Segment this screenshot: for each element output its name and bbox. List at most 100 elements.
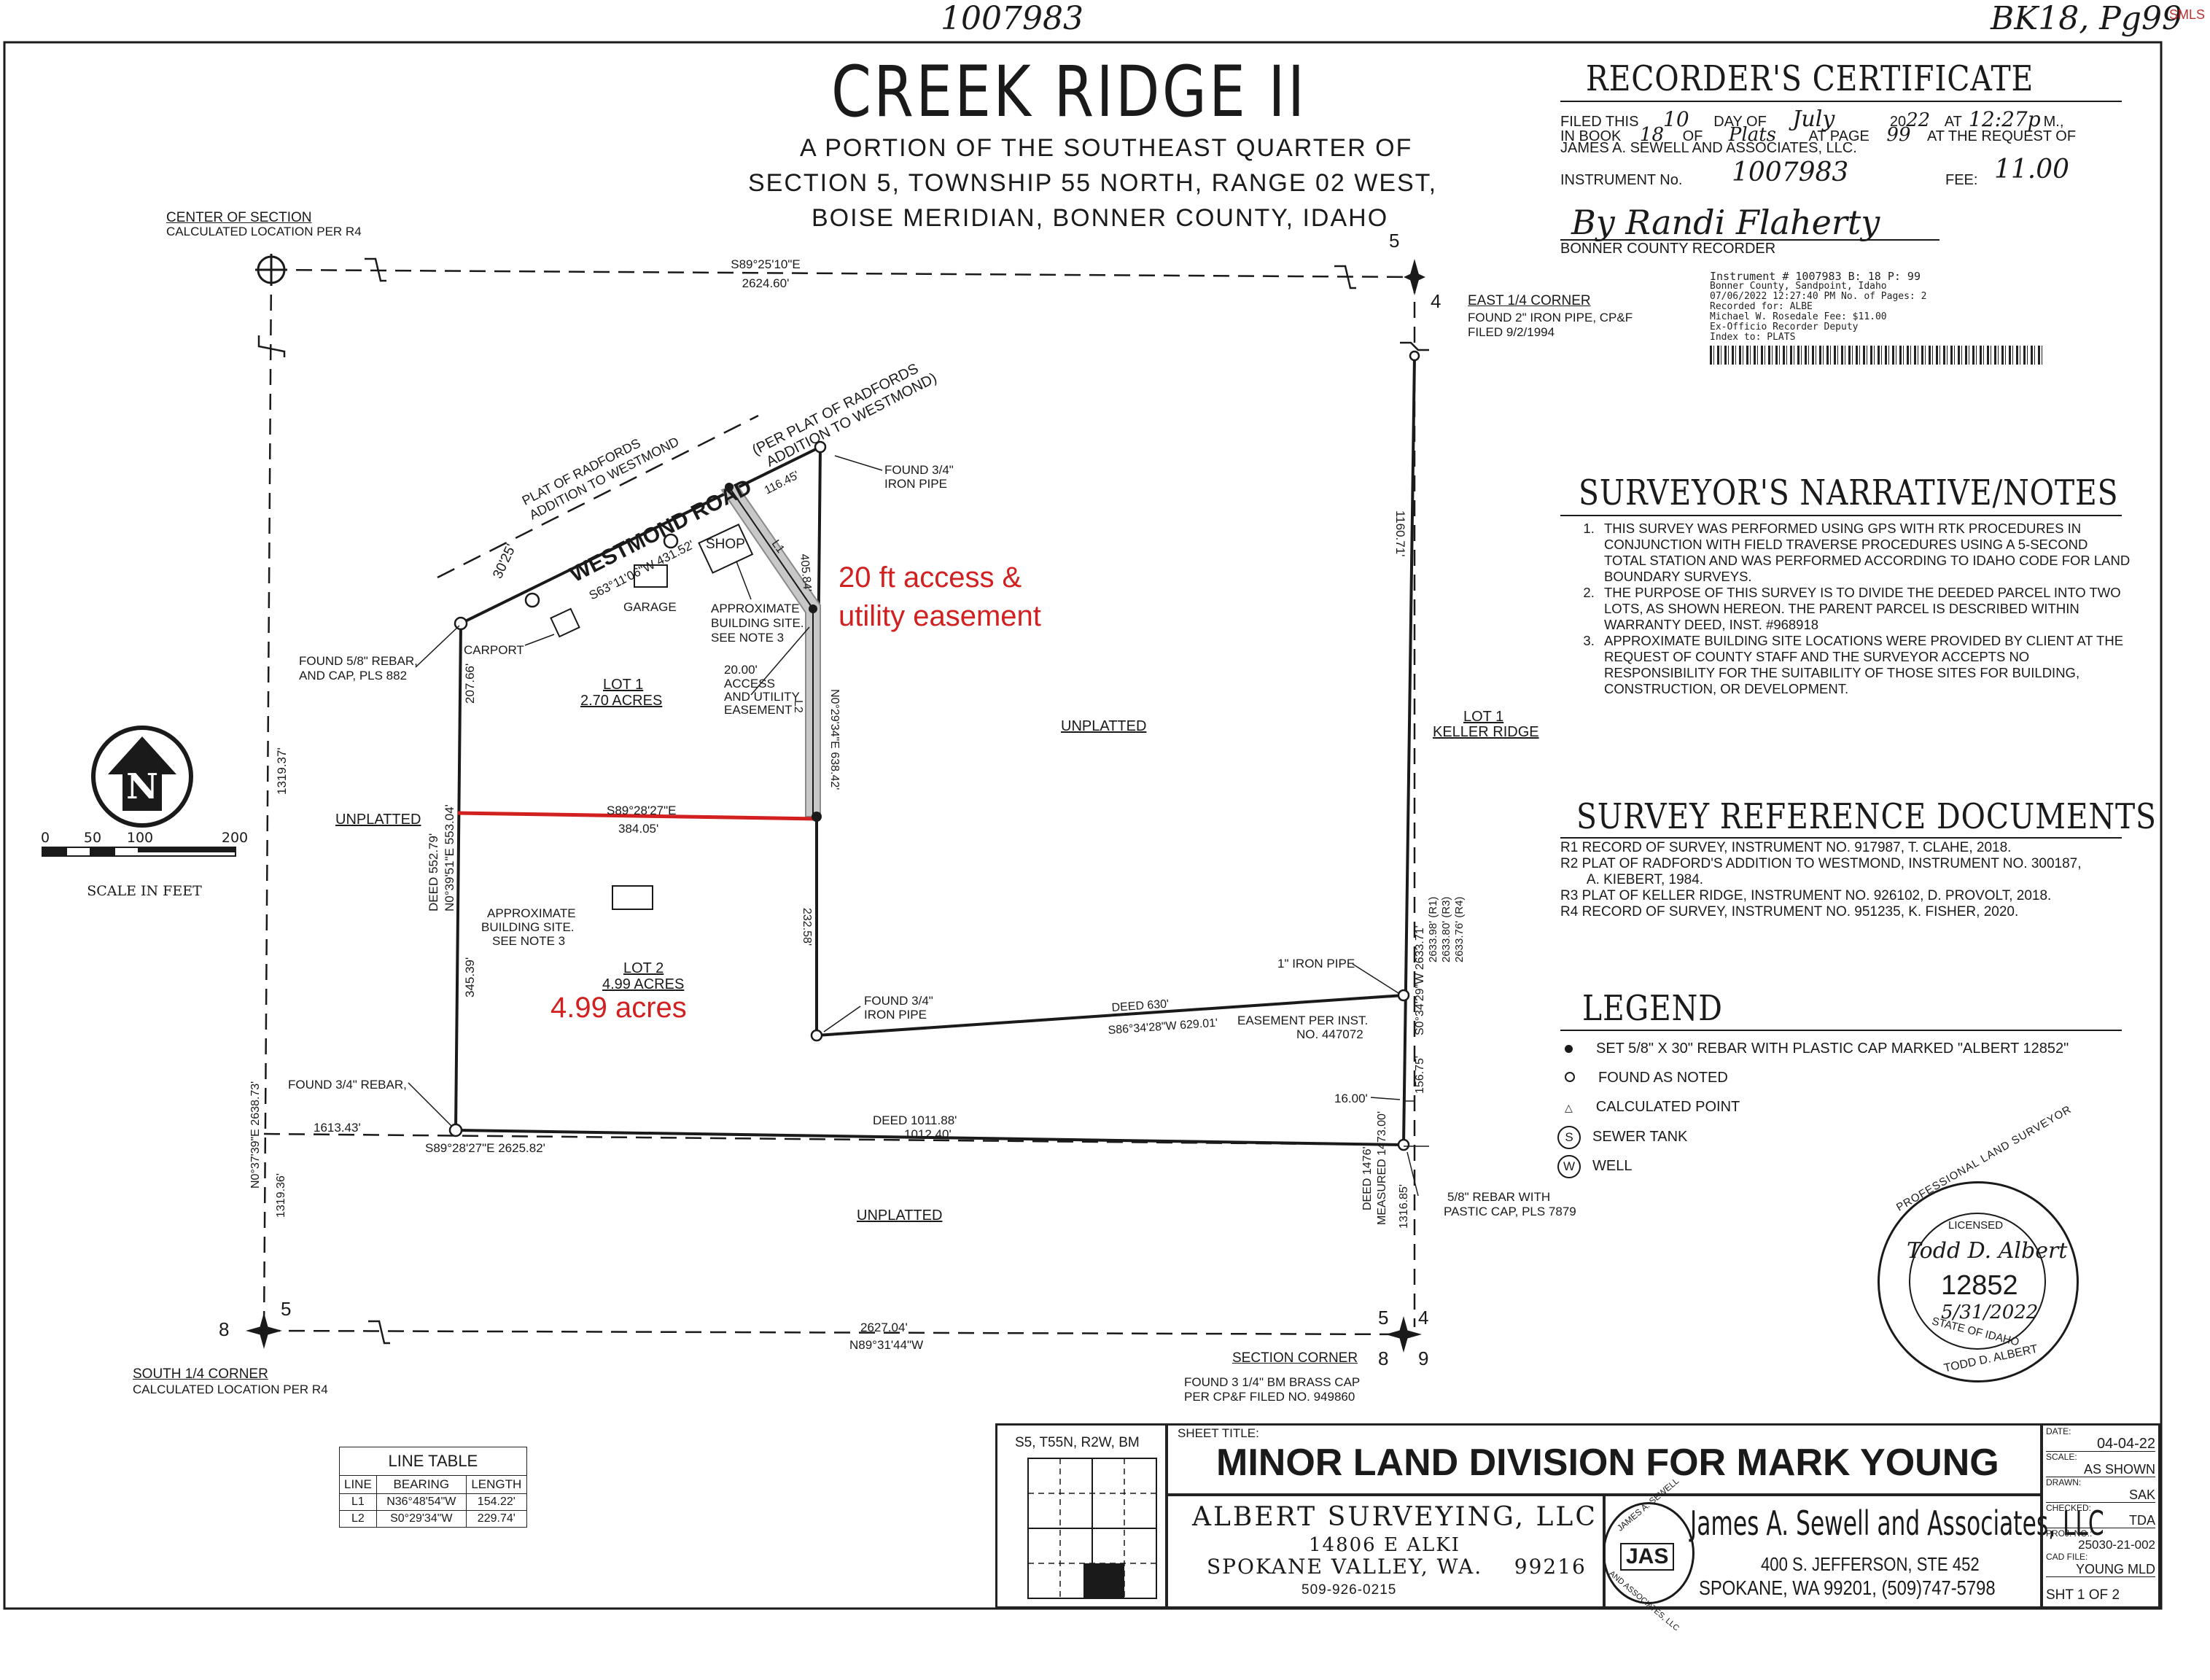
project-info: DATE: 04-04-22 SCALE: AS SHOWN DRAWN: SA… (2046, 1426, 2155, 1606)
seal-inner-ring (1909, 1213, 2046, 1350)
note-2: THE PURPOSE OF THIS SURVEY IS TO DIVIDE … (1598, 585, 2131, 633)
drawn-value: SAK (2046, 1488, 2155, 1503)
label-access-red-1: 20 ft access & (839, 561, 1022, 594)
meridiem: M., (2043, 114, 2064, 130)
filed-year: 22 (1906, 109, 1931, 131)
filled-dot-icon (1565, 1045, 1573, 1053)
sheet-title-box (1167, 1423, 2042, 1495)
westmond-road-line (437, 414, 759, 579)
label-lot1-area: 2.70 ACRES (580, 693, 663, 709)
label-r4: 2633.76' (R4) (1453, 897, 1466, 962)
scale-bar (42, 847, 236, 857)
title-line-1: A PORTION OF THE SOUTHEAST QUARTER OF (800, 134, 1413, 162)
in-book-label: IN BOOK (1560, 128, 1622, 144)
proj-label: PROJ. NO.: (2046, 1528, 2093, 1539)
narrative-underline (1560, 515, 2122, 516)
label-divide-bearing: S89°28'27"E (607, 804, 677, 817)
legend-item-set-rebar: SET 5/8" X 30" REBAR WITH PLASTIC CAP MA… (1560, 1034, 2069, 1063)
monuments (448, 350, 1420, 1151)
label-dist-1319-top: 1319.37' (275, 747, 289, 795)
recorder-signature-line (1560, 239, 1939, 241)
fee-amount: 11.00 (1994, 155, 2070, 184)
legend-item-found: FOUND AS NOTED (1560, 1063, 2069, 1092)
title-line-2: SECTION 5, TOWNSHIP 55 NORTH, RANGE 02 W… (748, 169, 1438, 197)
label-sec8-br: 8 (1378, 1348, 1389, 1369)
legend-heading: LEGEND (1582, 988, 1723, 1029)
fee-label: FEE: (1945, 172, 1978, 188)
label-section-corner-sub1: FOUND 3 1/4" BM BRASS CAP (1184, 1375, 1361, 1389)
firm2-address-1: 400 S. JEFFERSON, STE 452 (1761, 1553, 1980, 1575)
line-table-header-bearing: BEARING (376, 1475, 467, 1494)
instrument-label: INSTRUMENT No. (1560, 172, 1683, 188)
handwritten-book-page: BK18, Pg99 (1991, 0, 2182, 37)
label-deed-1011: DEED 1011.88' (873, 1113, 957, 1127)
stamp-line-6: Ex-Officio Recorder Deputy (1710, 322, 1859, 332)
label-approx-b-3: SEE NOTE 3 (492, 934, 566, 948)
firm2-address-2: SPOKANE, WA 99201, (509)747-5798 (1699, 1576, 1996, 1599)
sheet-border (3, 41, 2163, 1610)
label-found-pipe-top: FOUND 3/4" (884, 463, 954, 477)
label-dist-1316: 1316.85' (1398, 1184, 1410, 1229)
reference-r3: R3 PLAT OF KELLER RIDGE, INSTRUMENT NO. … (1560, 888, 2052, 903)
label-bearing-638: N0°29'34"E 638.42' (828, 689, 841, 790)
label-dist-156: 156.75' (1414, 1056, 1426, 1094)
label-dist-405: 405.84' (798, 553, 813, 592)
label-easement-3: AND UTILITY (724, 690, 800, 704)
recorders-filed-row: FILED THIS 10 DAY OF July 2022 AT 12:27p… (1560, 106, 2063, 132)
seal-date: 5/31/2022 (1941, 1302, 2039, 1323)
label-easement-1: 20.00' (724, 663, 758, 677)
note-1: THIS SURVEY WAS PERFORMED USING GPS WITH… (1598, 521, 2131, 585)
plat-title: CREEK RIDGE II (831, 51, 1307, 133)
legend-items: SET 5/8" X 30" REBAR WITH PLASTIC CAP MA… (1557, 1034, 2069, 1181)
label-garage: GARAGE (623, 600, 677, 614)
narrative-heading: SURVEYOR'S NARRATIVE/NOTES (1579, 472, 2119, 513)
firm1-address-1: 14806 E ALKI (1309, 1534, 1460, 1556)
label-sec5-br: 5 (1378, 1307, 1389, 1329)
label-approx-site-1: APPROXIMATE (711, 602, 800, 615)
label-found-pipe-bottom-2: IRON PIPE (864, 1008, 927, 1022)
label-radfords-2: ADDITION TO WESTMOND (527, 434, 682, 522)
label-rebar-7879-2: PASTIC CAP, PLS 7879 (1444, 1205, 1576, 1218)
open-circle-icon (1565, 1072, 1575, 1082)
label-rebar-7879: 5/8" REBAR WITH (1447, 1190, 1551, 1204)
scale-value: AS SHOWN (2046, 1462, 2155, 1477)
label-per-plat: (PER PLAT OF RADFORDS (750, 361, 921, 459)
label-road: WESTMOND ROAD (566, 475, 755, 587)
stamp-line-2: Bonner County, Sandpoint, Idaho (1710, 281, 1887, 292)
label-south-corner-sub: CALCULATED LOCATION PER R4 (133, 1382, 328, 1396)
label-south-corner: SOUTH 1/4 CORNER (133, 1366, 268, 1382)
recorder-label: BONNER COUNTY RECORDER (1560, 241, 1776, 257)
proj-value: 25030-21-002 (2078, 1538, 2155, 1552)
reference-r4: R4 RECORD OF SURVEY, INSTRUMENT NO. 9512… (1560, 904, 2019, 919)
well-icon: W (1557, 1155, 1581, 1178)
at-label: AT (1944, 114, 1962, 130)
requester: JAMES A. SEWELL AND ASSOCIATES, LLC. (1560, 140, 1857, 156)
label-r3: 2633.80' (R3) (1440, 897, 1452, 962)
record-type: Plats (1728, 124, 1777, 146)
label-measured-1473: MEASURED 1473.00' (1376, 1111, 1388, 1225)
of-label: OF (1682, 128, 1703, 144)
label-approx-b-2: BUILDING SITE. (481, 920, 575, 934)
date-value: 04-04-22 (2046, 1436, 2155, 1452)
note-3: APPROXIMATE BUILDING SITE LOCATIONS WERE… (1598, 633, 2131, 697)
sheet-title: MINOR LAND DIVISION FOR MARK YOUNG (1216, 1442, 1999, 1484)
recorders-certificate-underline (1560, 101, 2122, 102)
easement-line-l1 (728, 486, 814, 610)
label-easement-per-2: NO. 447072 (1296, 1027, 1363, 1041)
scale-label-tb: SCALE: (2046, 1452, 2077, 1462)
label-shop: SHOP (706, 537, 745, 552)
book-number: 18 (1639, 124, 1665, 146)
drawn-label: DRAWN: (2046, 1477, 2082, 1488)
label-access-red-2: utility easement (839, 600, 1041, 632)
label-dist-1319-bot: 1319.36' (275, 1173, 287, 1218)
scale-tick-100: 100 (127, 830, 153, 846)
references-underline (1560, 837, 2122, 839)
label-sec5-top: 5 (1389, 230, 1400, 252)
handwritten-instrument: 1007983 (941, 0, 1083, 37)
line-breaks (257, 257, 1429, 1345)
stamp-line-7: Index to: PLATS (1710, 332, 1796, 343)
label-south-bearing: S86°34'28"W 629.01' (1108, 1017, 1218, 1037)
label-sec4-top: 4 (1431, 290, 1441, 312)
